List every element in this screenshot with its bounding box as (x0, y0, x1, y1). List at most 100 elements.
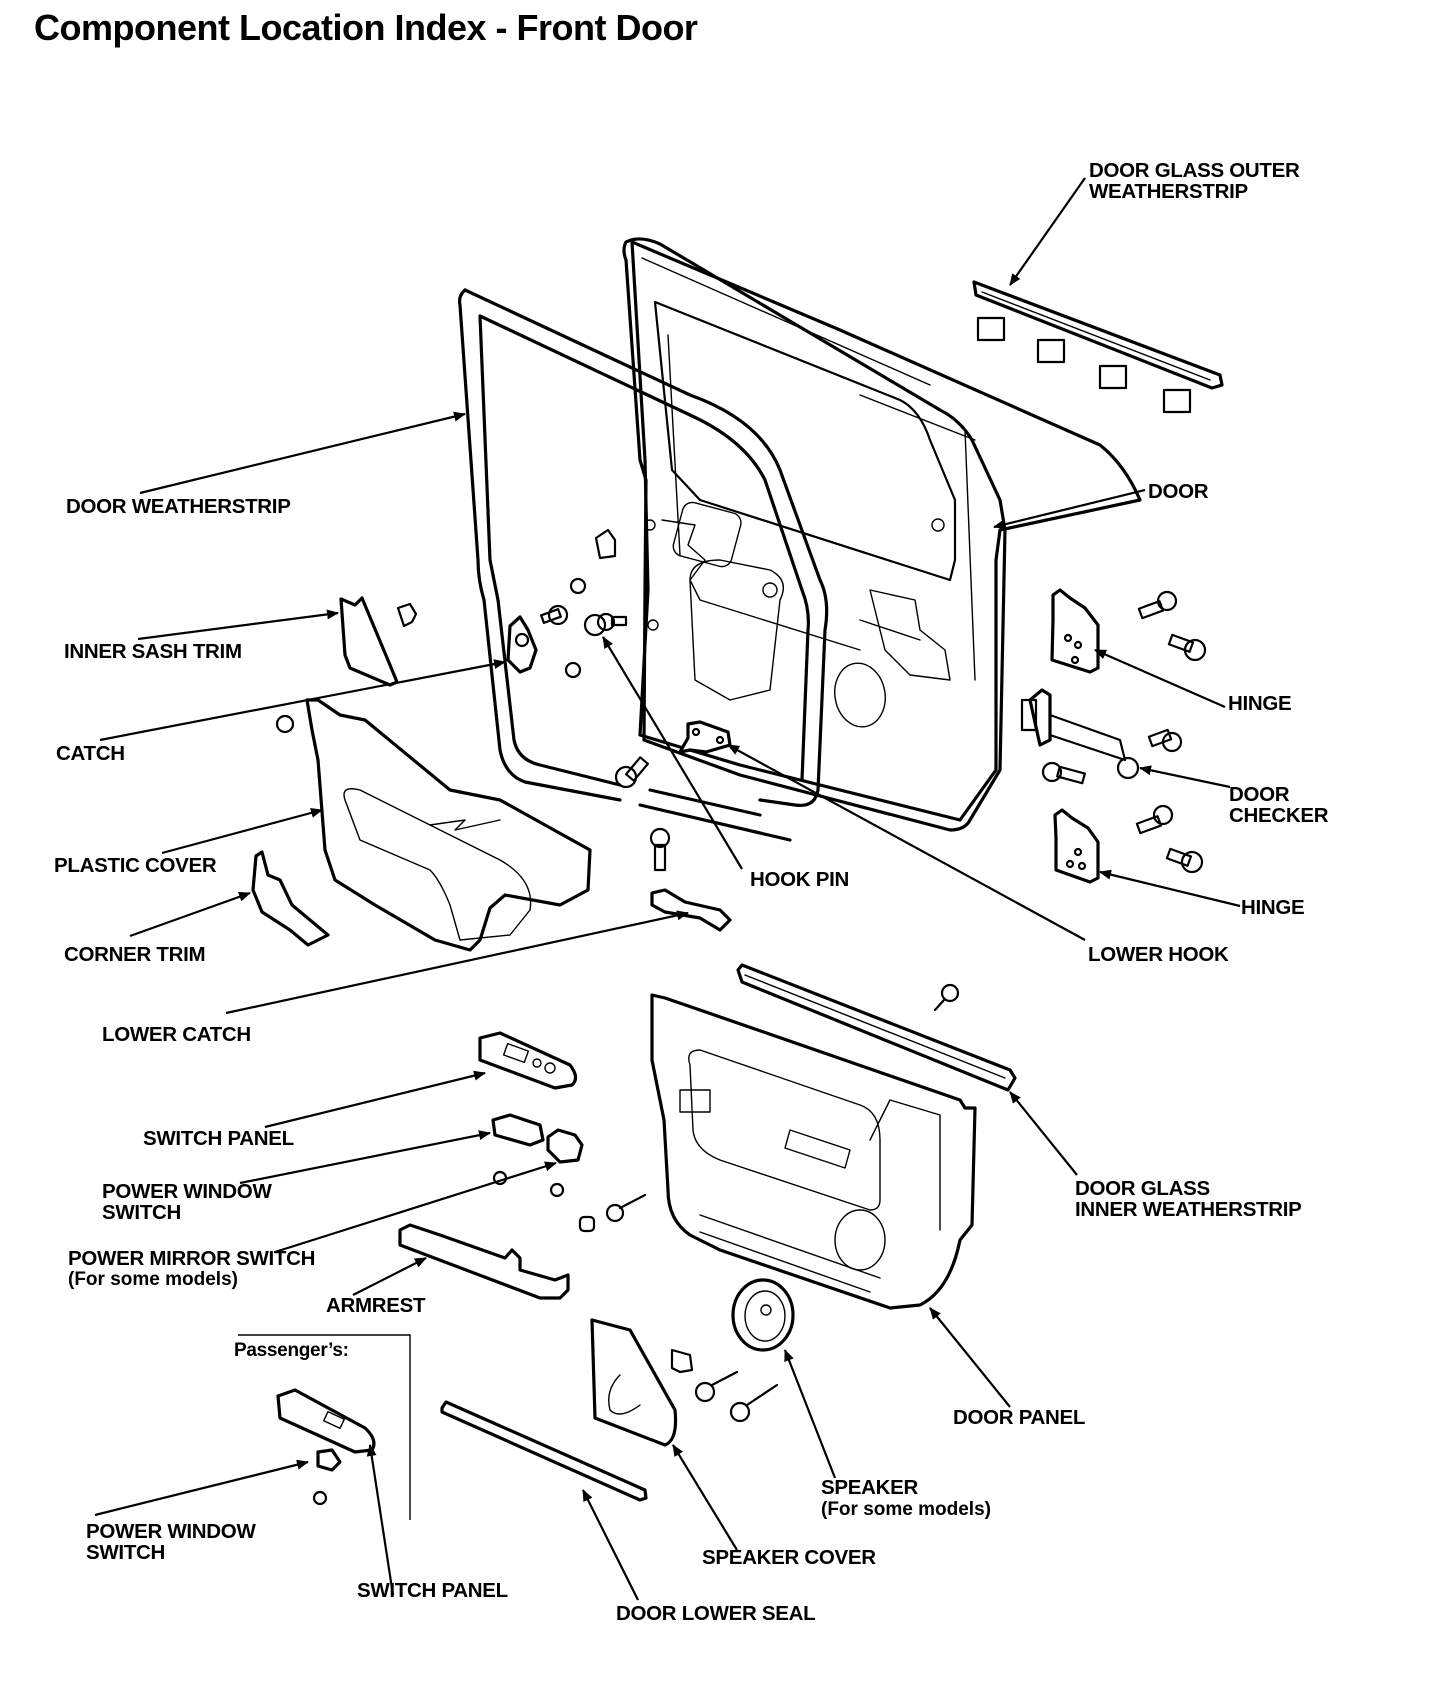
leader-hinge-lower (1099, 869, 1241, 908)
clip-icon (670, 1348, 694, 1374)
speaker-part (731, 1278, 795, 1352)
label-power-window-switch-1: POWER WINDOW (102, 1180, 272, 1203)
label-door-glass-inner-weatherstrip-2: INNER WEATHERSTRIP (1075, 1198, 1302, 1221)
bolt-icon (1147, 728, 1183, 753)
cap-icon (578, 1215, 596, 1233)
power-mirror-switch-part (546, 1128, 584, 1198)
leader-armrest (352, 1257, 427, 1296)
outer-weatherstrip-part (972, 280, 1224, 414)
label-speaker-1: SPEAKER (821, 1476, 919, 1499)
hinge-lower-part (1053, 804, 1204, 884)
leader-lower-hook (727, 744, 1086, 941)
label-door-glass-outer-weatherstrip-1: DOOR GLASS OUTER (1089, 159, 1300, 182)
label-speaker-cover: SPEAKER COVER (702, 1546, 876, 1569)
leader-door-lower-seal (582, 1489, 639, 1601)
leader-outer-weatherstrip (1009, 177, 1086, 286)
leader-speaker (783, 1349, 837, 1479)
lower-hook-part (678, 720, 732, 754)
bolt-icon (540, 604, 569, 626)
label-lower-hook: LOWER HOOK (1088, 943, 1229, 966)
label-speaker-2: (For some models) (821, 1499, 991, 1520)
clip-icon (1162, 388, 1192, 414)
leader-inner-sash-trim (137, 609, 339, 641)
screw-icon (549, 1182, 565, 1198)
label-door-weatherstrip: DOOR WEATHERSTRIP (66, 495, 291, 518)
bolt-icon (1041, 761, 1086, 785)
catch-part (506, 615, 538, 674)
screws-mid (578, 1193, 647, 1233)
label-power-window-switch-2: SWITCH (102, 1201, 181, 1224)
door-shell (622, 237, 1142, 832)
leader-plastic-cover (161, 808, 323, 855)
label-door: DOOR (1148, 480, 1209, 503)
label-door-glass-inner-weatherstrip-1: DOOR GLASS (1075, 1177, 1210, 1200)
door-panel-part (650, 993, 977, 1310)
label-passenger-power-window-switch-2: SWITCH (86, 1541, 165, 1564)
switch-panel-part (478, 1031, 578, 1090)
screw-icon (729, 1383, 779, 1423)
leader-switch-panel (264, 1070, 486, 1129)
screw-icon (312, 1490, 328, 1506)
speaker-cover-part (590, 1318, 779, 1447)
clip-icon (564, 661, 582, 679)
door-checker-part (1020, 688, 1183, 785)
label-catch: CATCH (56, 742, 125, 765)
clip-icon (275, 714, 295, 734)
leader-corner-trim (129, 891, 251, 938)
clip-icon (594, 528, 617, 560)
handle-icon (679, 1089, 711, 1113)
label-power-mirror-switch-1: POWER MIRROR SWITCH (68, 1247, 315, 1270)
door-lower-seal-part (440, 1400, 648, 1502)
label-passenger-power-window-switch-1: POWER WINDOW (86, 1520, 256, 1543)
inner-sash-trim-part (339, 596, 418, 687)
label-power-mirror-switch-2: (For some models) (68, 1269, 238, 1290)
leader-passenger-switch-panel (366, 1444, 395, 1596)
label-lower-catch: LOWER CATCH (102, 1023, 251, 1046)
passengers-box: Passenger’s: (234, 1334, 411, 1520)
clip-icon (569, 577, 587, 595)
clip-icon (976, 316, 1006, 342)
label-door-checker-2: CHECKER (1229, 804, 1329, 827)
label-passenger-switch-panel: SWITCH PANEL (357, 1579, 508, 1602)
leader-passenger-power-window-switch (94, 1459, 309, 1517)
leader-door-weatherstrip (139, 411, 466, 495)
bolt-icon (649, 827, 671, 872)
label-door-checker-1: DOOR (1229, 783, 1290, 806)
label-plastic-cover: PLASTIC COVER (54, 854, 217, 877)
screw-icon (605, 1203, 625, 1223)
label-door-glass-outer-weatherstrip-2: WEATHERSTRIP (1089, 180, 1248, 203)
label-door-panel: DOOR PANEL (953, 1406, 1085, 1429)
leader-inner-weatherstrip (1009, 1091, 1078, 1176)
label-door-lower-seal: DOOR LOWER SEAL (616, 1602, 815, 1625)
screw-icon (694, 1370, 739, 1403)
leader-power-window-switch (239, 1130, 491, 1185)
clip-icon (1098, 364, 1128, 390)
leader-door (993, 488, 1146, 530)
leader-door-panel (929, 1307, 1011, 1408)
leader-speaker-cover (672, 1444, 738, 1551)
hinge-upper-part (1050, 588, 1207, 674)
bolt-icon (1167, 633, 1207, 662)
leader-lower-catch (225, 910, 689, 1015)
labels: DOOR GLASS OUTER WEATHERSTRIP DOOR WEATH… (54, 159, 1329, 1625)
bolt-icon (614, 756, 650, 789)
leader-door-checker (1139, 765, 1231, 789)
armrest-part (398, 1223, 570, 1300)
hook-pin-bolt-icon (583, 612, 628, 637)
leader-lines (94, 177, 1241, 1601)
bolt-icon (1165, 847, 1204, 874)
label-switch-panel: SWITCH PANEL (143, 1127, 294, 1150)
passengers-heading: Passenger’s: (234, 1340, 349, 1361)
label-hinge-upper: HINGE (1228, 692, 1291, 715)
leader-power-mirror-switch (274, 1161, 557, 1254)
leader-hook-pin (602, 636, 743, 870)
clip-icon (1036, 338, 1066, 364)
leader-catch (99, 659, 506, 742)
lower-catch-part (650, 888, 732, 932)
label-corner-trim: CORNER TRIM (64, 943, 205, 966)
plastic-cover-part (275, 698, 592, 952)
bolt-icon (1137, 590, 1178, 620)
corner-trim-part (251, 850, 330, 947)
leader-hinge-upper (1094, 648, 1226, 709)
